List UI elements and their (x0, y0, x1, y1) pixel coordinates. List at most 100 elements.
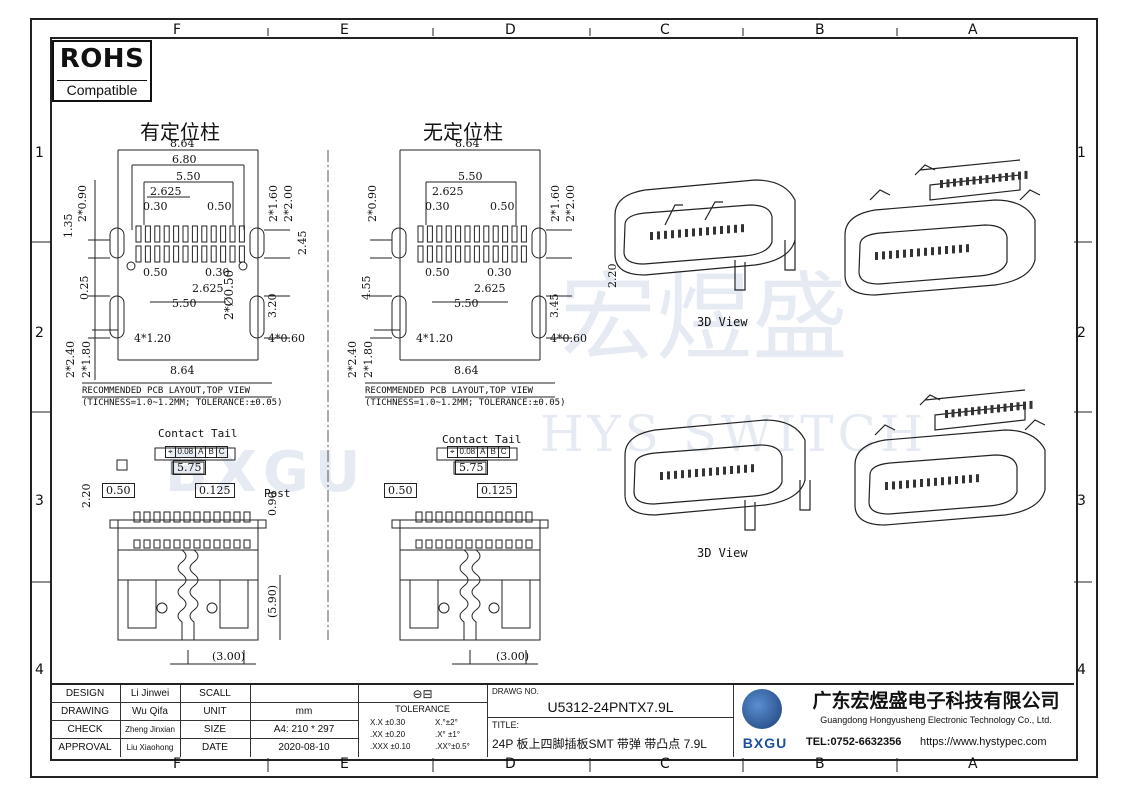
dim-300-left: (3.00) (212, 650, 246, 663)
check-label: CHECK (67, 724, 103, 735)
rohs-badge: ROHS Compatible (52, 40, 152, 102)
dim-090-front: 0.90 (266, 491, 279, 517)
dim-575-left: 5.75 (173, 460, 206, 475)
fcf-datum-a: A (196, 447, 207, 457)
contact-tail-label-right: Contact Tail (442, 433, 522, 446)
dim-r-4x060: 4*0.60 (550, 332, 587, 345)
dim-864-bottom: 8.64 (170, 364, 195, 377)
fcf-datum-b: B (206, 447, 217, 457)
unit-value: mm (295, 706, 313, 717)
company-tel: TEL:0752-6632356 (806, 736, 902, 748)
tolerance-label: TOLERANCE (395, 704, 450, 714)
zone-bottom-d: D (505, 756, 516, 772)
company-logo-text: BXGU (742, 735, 788, 751)
fcf-tol: 0.08 (458, 447, 479, 457)
fcf-tol: 0.08 (176, 447, 197, 457)
dim-550-bottom: 5.50 (172, 297, 197, 310)
dim-025-v: 0.25 (78, 275, 91, 301)
dim-320-v: 3.20 (266, 293, 279, 319)
dim-680: 6.80 (172, 153, 197, 166)
outer-border (30, 18, 1098, 778)
fcf-datum-b: B (488, 447, 499, 457)
drawing-number: U5312-24PNTX7.9L (547, 699, 674, 715)
post-label: Post (264, 487, 291, 500)
dim-050-top: 0.50 (207, 200, 232, 213)
right-view-title: 无定位柱 (423, 120, 503, 144)
pcb-note-left-1: RECOMMENDED PCB LAYOUT,TOP VIEW (82, 386, 250, 396)
zone-bottom-e: E (340, 756, 349, 772)
fcf-datum-c: C (218, 447, 225, 456)
title-block: DESIGN Li Jinwei SCALL DRAWING Wu Qifa U… (50, 683, 1074, 759)
scale-label: SCALL (199, 688, 231, 699)
tol-5: .XXX ±0.10 (370, 741, 411, 751)
design-label: DESIGN (65, 688, 105, 699)
dim-r-2625-top: 2.625 (432, 185, 464, 198)
zone-left-4: 4 (35, 662, 44, 678)
zone-bottom-a: A (968, 756, 978, 772)
size-label: SIZE (203, 724, 227, 735)
rohs-compatible-text: Compatible (57, 80, 147, 98)
company-logo-icon (742, 689, 782, 729)
dim-050-bottom: 0.50 (143, 266, 168, 279)
dim-r-2x240-v: 2*2.40 (346, 341, 359, 378)
zone-top-e: E (340, 22, 349, 38)
dim-2phi050-v: 2*Ø0.50 (222, 269, 236, 320)
zone-top-b: B (815, 22, 825, 38)
dim-4x120: 4*1.20 (134, 332, 171, 345)
dim-050-box-right: 0.50 (384, 483, 417, 498)
fcf-datum-c: C (500, 447, 507, 456)
dim-550-top: 5.50 (176, 170, 201, 183)
dim-r-345-v: 3.45 (548, 293, 561, 319)
dim-r-2x090-v: 2*0.90 (366, 185, 379, 222)
watermark-en: HYS SWITCH (540, 405, 928, 463)
check-name: Zheng Jinxian (125, 725, 175, 734)
date-label: DATE (202, 742, 228, 753)
title-label: TITLE: (492, 720, 520, 730)
dim-r-2x200-v: 2*2.00 (564, 185, 577, 222)
drawing-no-label: DRAWG NO. (492, 686, 539, 696)
zone-top-c: C (660, 22, 670, 38)
approval-label: APPROVAL (58, 742, 112, 753)
dim-r-550-bottom: 5.50 (454, 297, 479, 310)
dim-0125-box-left: 0.125 (195, 483, 235, 498)
company-name-cn: 广东宏煜盛电子科技有限公司 (812, 689, 1060, 712)
unit-label: UNIT (203, 706, 227, 717)
dim-r-2625-bottom: 2.625 (474, 282, 506, 295)
drawing-label: DRAWING (61, 706, 109, 717)
zone-top-d: D (505, 22, 516, 38)
dim-220-front: 2.20 (80, 483, 93, 509)
dim-r-550-top: 5.50 (458, 170, 483, 183)
pcb-note-right-1: RECOMMENDED PCB LAYOUT,TOP VIEW (365, 386, 533, 396)
rohs-text: ROHS (59, 44, 145, 74)
zone-bottom-b: B (815, 756, 825, 772)
dim-r-050-bottom: 0.50 (425, 266, 450, 279)
dim-4x060: 4*0.60 (268, 332, 305, 345)
dim-030-bottom: 0.30 (205, 266, 230, 279)
size-value: A4: 210 * 297 (273, 724, 335, 735)
design-name: Li Jinwei (130, 688, 170, 699)
fcf-symbol-icon: ⌖ (166, 447, 176, 457)
zone-left-2: 2 (35, 325, 44, 341)
tol-3: .XX ±0.20 (370, 729, 406, 739)
date-value: 2020-08-10 (278, 742, 330, 753)
drawing-name: Wu Qifa (132, 706, 168, 717)
dim-030-top: 0.30 (143, 200, 168, 213)
zone-bottom-c: C (660, 756, 670, 772)
pcb-note-left-2: (TICHNESS=1.0~1.2MM; TOLERANCE:±0.05) (82, 398, 283, 408)
dim-2x180-v: 2*1.80 (80, 341, 93, 378)
company-url[interactable]: https://www.hystypec.com (920, 736, 1047, 748)
dim-0125-box-right: 0.125 (477, 483, 517, 498)
zone-top-f: F (173, 22, 182, 38)
tol-1: X.X ±0.30 (370, 717, 406, 727)
dim-590-front: (5.90) (266, 584, 279, 618)
dim-r-030-bottom: 0.30 (487, 266, 512, 279)
dim-864-top: 8.64 (170, 137, 195, 150)
company-name-en: Guangdong Hongyusheng Electronic Technol… (820, 715, 1052, 725)
watermark-cn: 宏煜盛 (560, 262, 848, 374)
dim-r-455-v: 4.55 (360, 275, 373, 301)
fcf-right: ⌖ 0.08 A B C (447, 446, 510, 458)
drawing-border (50, 37, 1078, 761)
dim-2x200-v: 2*2.00 (282, 185, 295, 222)
approval-name: Liu Xiaohong (126, 743, 174, 752)
projection-icon: ⊖⊟ (412, 686, 433, 701)
